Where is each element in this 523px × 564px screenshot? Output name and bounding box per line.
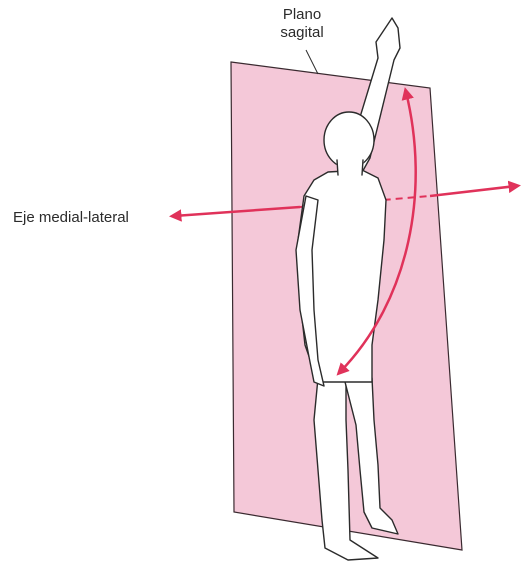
plane-label-leader (306, 50, 318, 74)
head (324, 112, 374, 168)
neck-line (337, 160, 338, 175)
plane-label-line2: sagital (262, 24, 342, 42)
medial-lateral-axis-right (430, 186, 516, 196)
neck (336, 160, 364, 175)
neck-line-front (362, 160, 363, 175)
plane-label: Plano sagital (262, 6, 342, 42)
axis-label: Eje medial-lateral (13, 209, 129, 227)
plane-label-line1: Plano (262, 6, 342, 24)
